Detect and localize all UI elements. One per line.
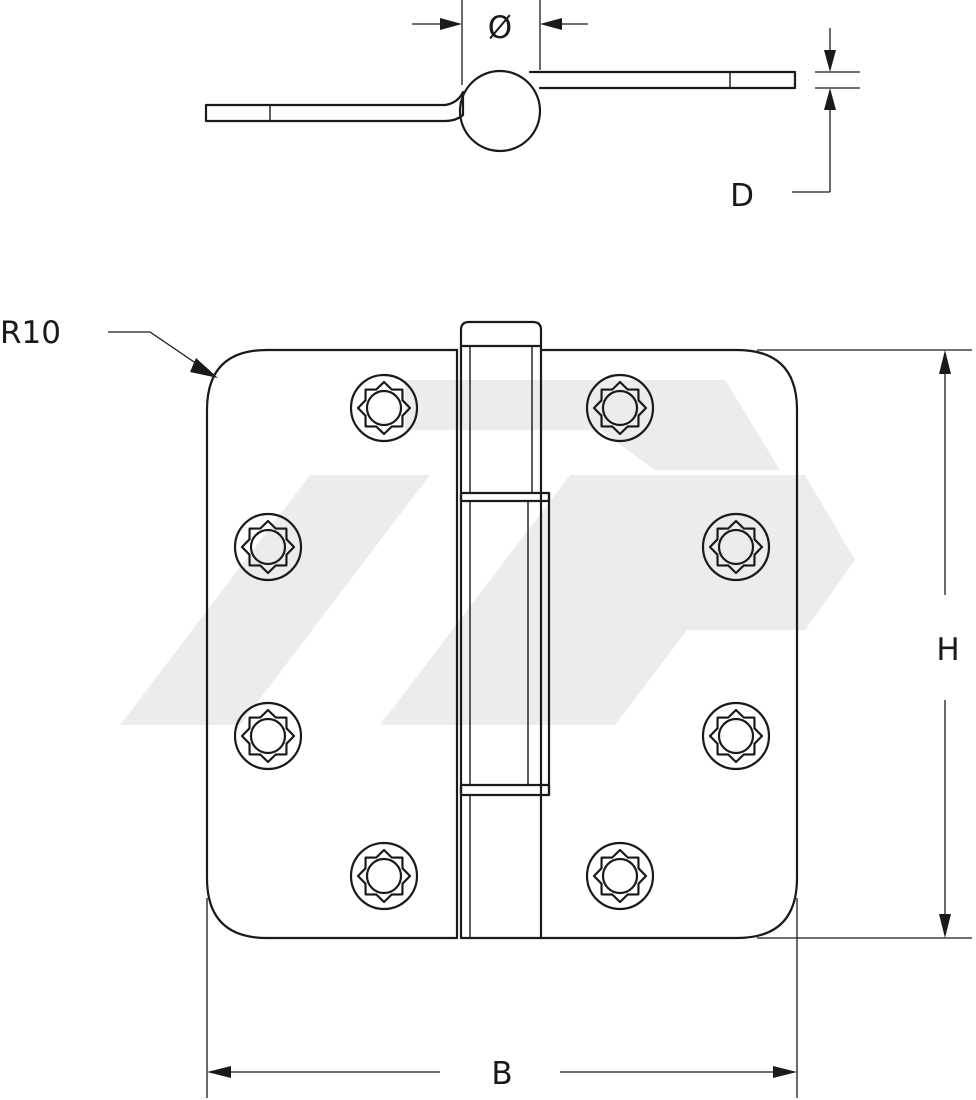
screw-hole	[701, 701, 771, 771]
screw-hole	[585, 373, 655, 443]
thickness-dimension: D	[730, 28, 860, 214]
thickness-label: D	[730, 178, 754, 214]
hinge-front-view	[205, 320, 799, 940]
screw-hole	[701, 512, 771, 582]
right-leaf	[539, 348, 799, 940]
width-label: B	[491, 1056, 512, 1092]
radius-label: R10	[0, 315, 61, 351]
screw-hole	[349, 373, 419, 443]
diameter-label: Ø	[488, 10, 512, 46]
diameter-dimension: Ø	[412, 0, 588, 85]
radius-callout: R10	[0, 315, 218, 378]
screw-hole	[233, 512, 303, 582]
screw-hole	[233, 701, 303, 771]
screw-hole	[349, 841, 419, 911]
knuckle-strip	[455, 320, 551, 940]
watermark-logo	[120, 380, 855, 725]
knuckle-circle	[458, 69, 542, 153]
hinge-side-profile	[204, 69, 797, 153]
screw-hole	[585, 841, 655, 911]
height-dimension: H	[757, 349, 972, 939]
height-label: H	[936, 632, 959, 668]
screw-holes	[233, 373, 771, 911]
width-dimension: B	[206, 898, 798, 1098]
left-leaf	[205, 348, 459, 940]
